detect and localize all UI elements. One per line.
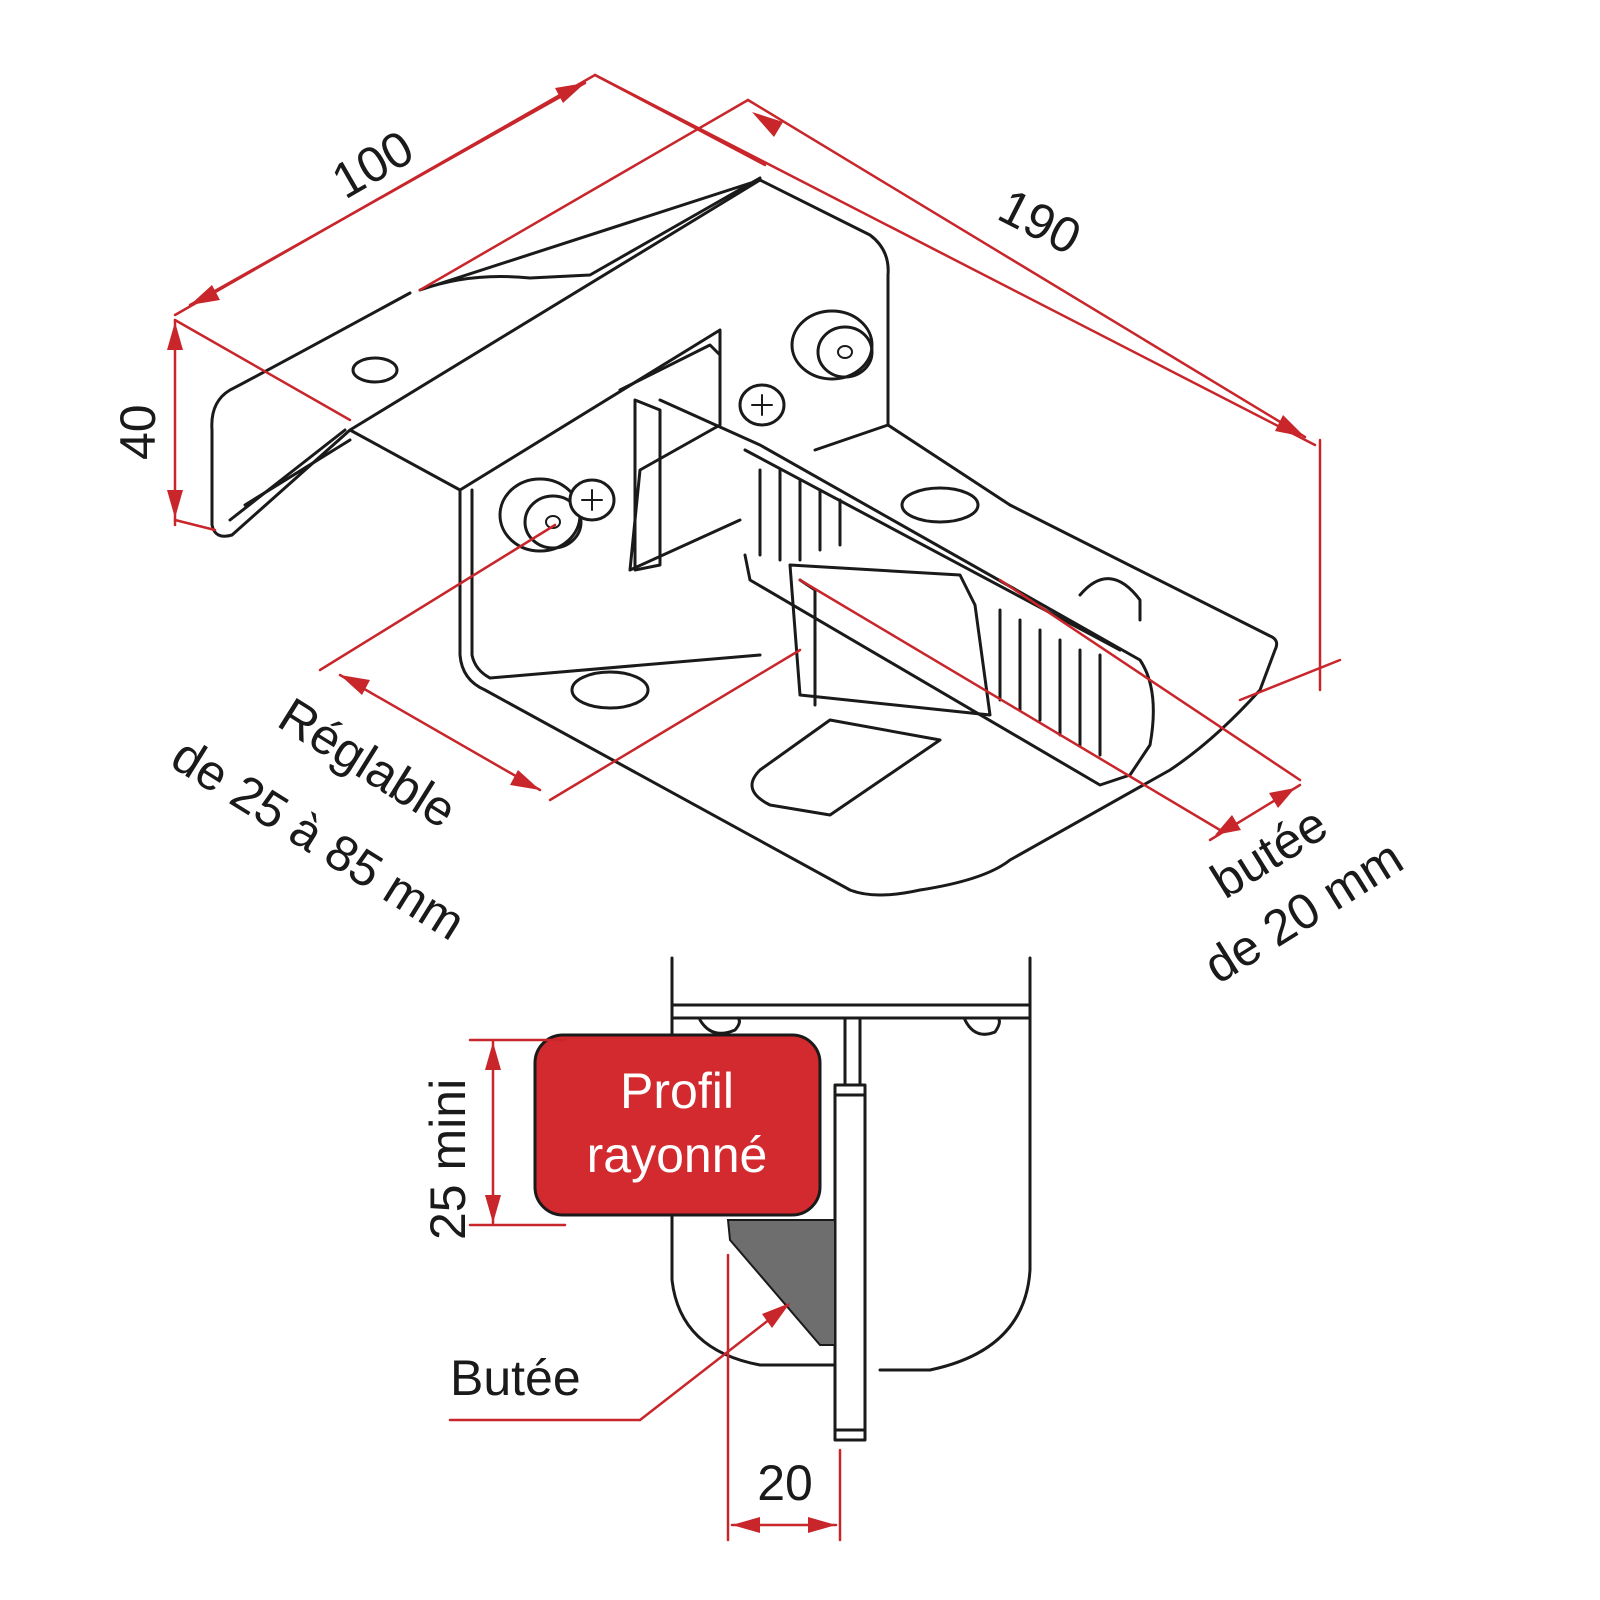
min-label: 25 mini [420,1079,476,1240]
dim-length [418,73,1342,702]
profile-box: Profil rayonné [533,1033,822,1217]
stop-width-label: 20 [757,1455,813,1511]
profile-label-line1: Profil [620,1063,734,1119]
dim-height [167,318,352,532]
slot-base-right [900,486,980,524]
bracket-iso-view [210,176,1279,897]
dim-min [468,1038,567,1227]
width-label: 100 [323,119,423,209]
screw-lower [498,477,616,553]
dim-stop-width [726,1253,842,1542]
dim-adjust [318,523,802,802]
length-label: 190 [990,178,1090,266]
hole-top [351,356,399,384]
stop-leader [448,1303,790,1422]
profile-label-line2: rayonné [587,1127,768,1183]
stop-label: Butée [450,1350,581,1406]
height-label: 40 [110,404,166,460]
section-detail [670,956,1032,1442]
dim-stop [798,578,1302,842]
slot-base-left [570,670,650,710]
stop-block [726,1219,836,1346]
bracket-top-flange [418,176,890,452]
screw-upper [738,309,874,427]
